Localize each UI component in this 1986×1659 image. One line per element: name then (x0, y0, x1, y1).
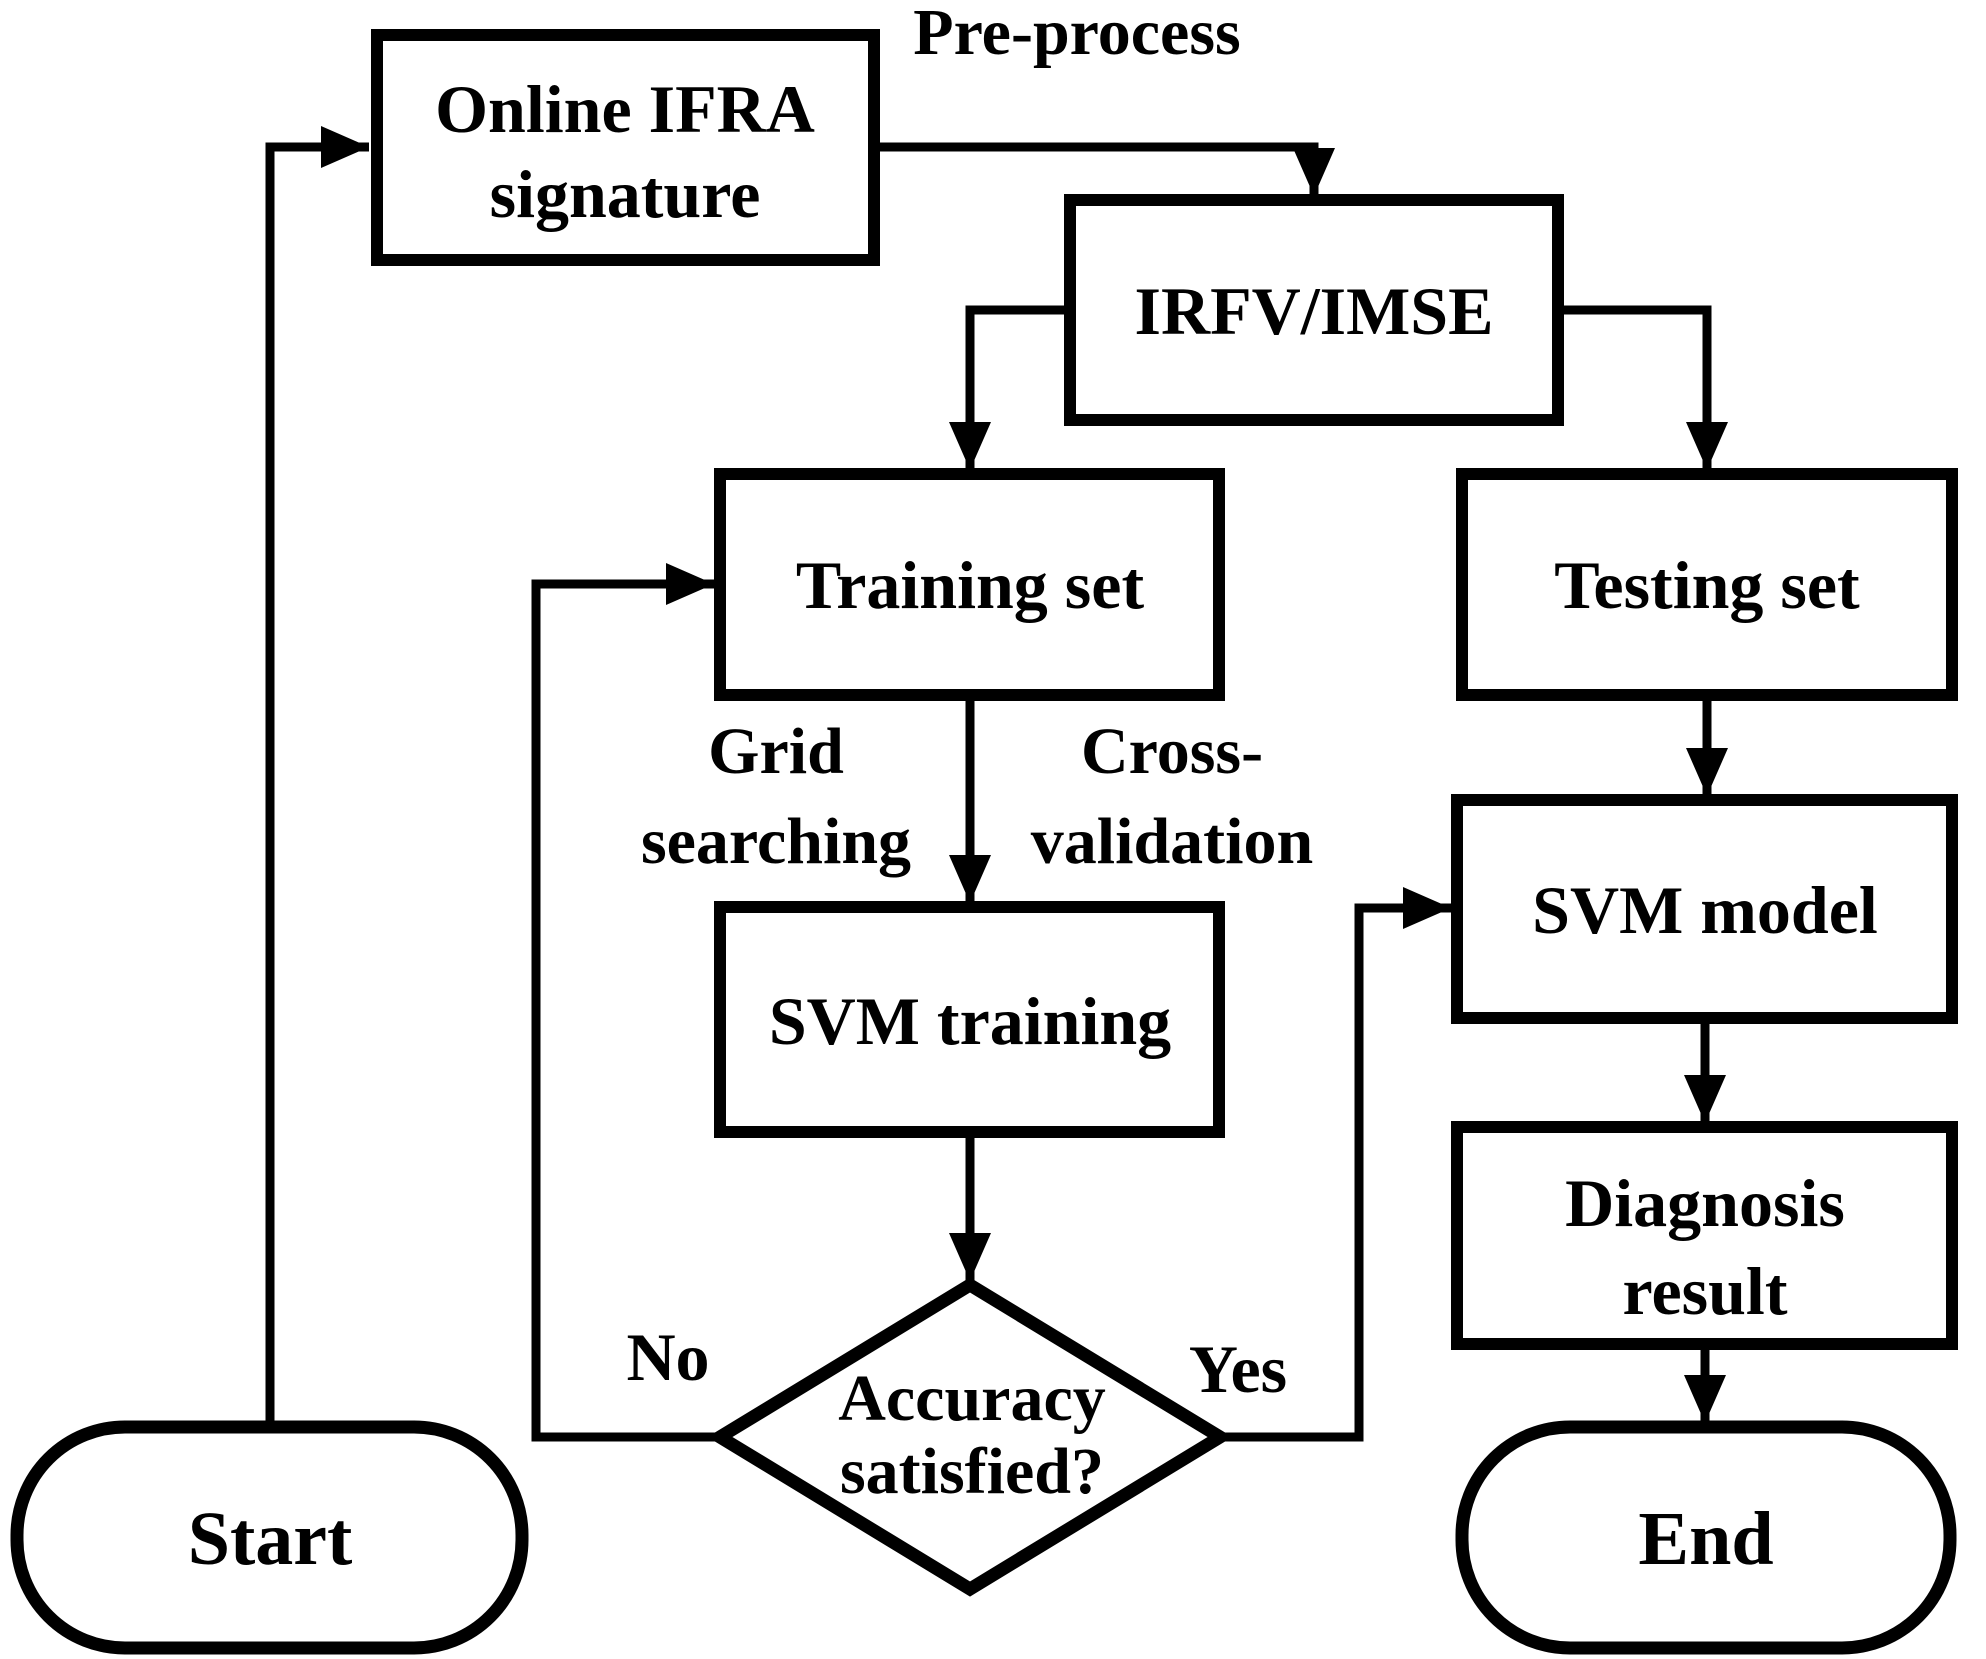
edge-decision-yes-to-svm-model (1220, 887, 1451, 1442)
irfv-imse-label: IRFV/IMSE (1135, 273, 1494, 349)
testing-set-node (1456, 468, 1958, 701)
edge-decision-no-loop-to-training-set (531, 563, 718, 1442)
training-set-label: Training set (796, 547, 1145, 623)
yes-branch-label: Yes (1189, 1331, 1287, 1407)
irfv-imse-node (1064, 194, 1564, 426)
edge-irfv-imse-to-training-set (949, 305, 1070, 470)
end-label: End (1638, 1497, 1773, 1581)
svm-model-label: SVM model (1532, 872, 1878, 948)
training-set-node (714, 468, 1225, 701)
diagnosis-result-node (1451, 1121, 1958, 1350)
edge-online-ifra-to-irfv-imse (874, 142, 1335, 196)
edge-labels: Pre-process Grid searching Cross- valida… (626, 0, 1313, 1407)
grid-searching-label-line2: searching (641, 805, 911, 878)
diagnosis-result-label-line1: Diagnosis (1565, 1165, 1845, 1241)
edge-start-to-online-ifra (265, 126, 369, 1427)
cross-validation-label-line1: Cross- (1081, 715, 1263, 788)
start-label: Start (188, 1497, 353, 1581)
grid-searching-label-line1: Grid (708, 715, 844, 788)
cross-validation-label-line2: validation (1031, 805, 1313, 878)
accuracy-decision-label-line2: satisfied? (840, 1435, 1104, 1508)
diagnosis-result-label-line2: result (1623, 1253, 1788, 1329)
online-ifra-node (371, 29, 880, 266)
edge-irfv-imse-to-testing-set (1558, 305, 1728, 470)
edges (265, 126, 1728, 1442)
accuracy-decision-node (707, 1277, 1233, 1597)
no-branch-label: No (626, 1319, 709, 1395)
start-node (10, 1420, 529, 1655)
end-node (1455, 1420, 1957, 1655)
pre-process-label: Pre-process (913, 0, 1240, 69)
svm-model-node (1451, 794, 1958, 1024)
online-ifra-label-line2: signature (490, 156, 761, 232)
nodes: Start Online IFRA signature IRFV/IMSE Tr… (10, 29, 1958, 1655)
testing-set-label: Testing set (1554, 547, 1860, 623)
svm-training-node (714, 901, 1225, 1138)
svm-training-label: SVM training (769, 983, 1171, 1059)
online-ifra-label-line1: Online IFRA (435, 71, 815, 147)
accuracy-decision-label-line1: Accuracy (838, 1362, 1106, 1435)
